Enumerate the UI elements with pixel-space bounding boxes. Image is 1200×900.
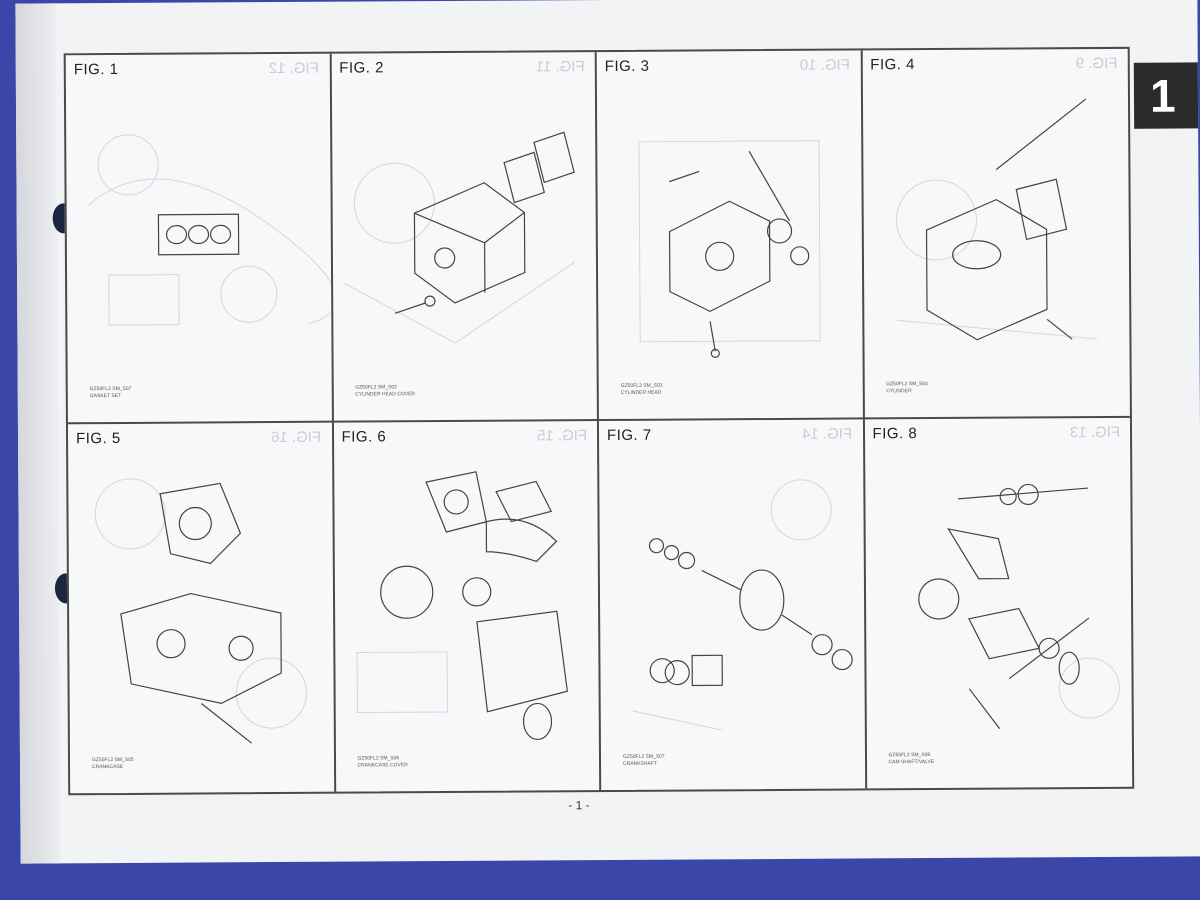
- figure-panel-2: FIG. 2 FIG. 11 GZ50FL2 SM_S02 CYLINDER H…: [331, 52, 599, 423]
- binding-edge: [15, 3, 61, 864]
- gasket-set-drawing: [88, 134, 332, 326]
- cylinder-drawing: [895, 98, 1097, 341]
- figure-label: FIG. 4: [870, 56, 916, 74]
- page-number: - 1 -: [568, 798, 590, 813]
- figure-caption: GZ50FL2 SM_S02 CYLINDER HEAD COVER: [355, 384, 415, 398]
- figure-title: GASKET SET: [89, 392, 122, 400]
- figure-caption: GZ50FL2 SM_S04 CYLINDER: [886, 381, 928, 395]
- figure-title: CRANKCASE: [92, 763, 124, 771]
- figure-label: FIG. 2: [339, 59, 385, 77]
- figure-panel-1: FIG. 1 FIG. 12 GZ50FL2 SM_S07 GASKET: [65, 53, 334, 425]
- figure-label: FIG. 8: [872, 425, 918, 443]
- show-through-label: FIG. 11: [535, 58, 585, 76]
- figure-caption: GZ50FL2 SM_S03 CYLINDER HEAD: [621, 383, 663, 397]
- crankcase-drawing: [94, 478, 307, 744]
- figure-title: CRANKCASE COVER: [357, 762, 408, 769]
- crankcase-cover-drawing: [356, 471, 568, 741]
- section-tab: 1: [1133, 62, 1199, 129]
- crankshaft-drawing: [632, 479, 853, 731]
- cam-shaft-valve-drawing: [917, 483, 1120, 729]
- show-through-label: FIG. 10: [800, 56, 851, 74]
- figure-label: FIG. 7: [606, 426, 652, 445]
- figure-label: FIG. 5: [75, 429, 121, 448]
- figure-title: CYLINDER HEAD: [620, 389, 662, 396]
- figure-panel-4: FIG. 4 FIG. 9 GZ50FL2 SM_S04 CYLINDER: [862, 48, 1130, 420]
- figure-panel-7: FIG. 7 FIG. 14 GZ50FL2 SM_S07: [598, 419, 867, 791]
- figure-label: FIG. 6: [341, 428, 387, 446]
- show-through-label: FIG. 12: [269, 59, 320, 78]
- figure-caption: GZ50FL2 SM_S07 CRANKSHAFT: [623, 754, 665, 768]
- show-through-label: FIG. 9: [1076, 54, 1118, 73]
- figure-label: FIG. 3: [604, 57, 650, 76]
- show-through-label: FIG. 13: [1069, 423, 1121, 442]
- figure-label: FIG. 1: [73, 60, 119, 79]
- figure-caption: GZ50FL2 SM_S06 CRANKCASE COVER: [357, 755, 407, 769]
- show-through-label: FIG. 16: [271, 428, 322, 447]
- figure-title: CYLINDER HEAD COVER: [355, 391, 416, 398]
- figure-panel-6: FIG. 6 FIG. 15 GZ50FL2 SM_S06 CRAN: [333, 421, 602, 792]
- figure-title: CRANKSHAFT: [623, 760, 657, 767]
- figure-caption: GZ50FL2 SM_S08 CAM SHAFT/VALVE: [888, 752, 934, 766]
- figure-caption: GZ50FL2 SM_S07 GASKET SET: [90, 386, 132, 400]
- figure-panel-5: FIG. 5 FIG. 16 GZ50FL2 SM_S05 CRANKCASE: [67, 422, 336, 794]
- figure-title: CYLINDER: [886, 388, 912, 395]
- figure-panel-3: FIG. 3 FIG. 10 GZ50FL2 SM_S03 CYLINDER H…: [596, 50, 865, 422]
- show-through-label: FIG. 14: [802, 425, 853, 443]
- figure-title: CAM SHAFT/VALVE: [888, 759, 935, 766]
- parts-catalog-page: 1 FIG. 1 FIG. 12: [15, 0, 1200, 864]
- figure-panel-8: FIG. 8 FIG. 13 GZ50FL2 SM_S08: [864, 418, 1132, 789]
- figure-caption: GZ50FL2 SM_S05 CRANKCASE: [92, 757, 134, 771]
- show-through-label: FIG. 15: [536, 427, 588, 445]
- cylinder-head-cover-drawing: [344, 131, 575, 344]
- figure-grid: FIG. 1 FIG. 12 GZ50FL2 SM_S07 GASKET: [63, 46, 1135, 796]
- cylinder-head-drawing: [638, 140, 821, 358]
